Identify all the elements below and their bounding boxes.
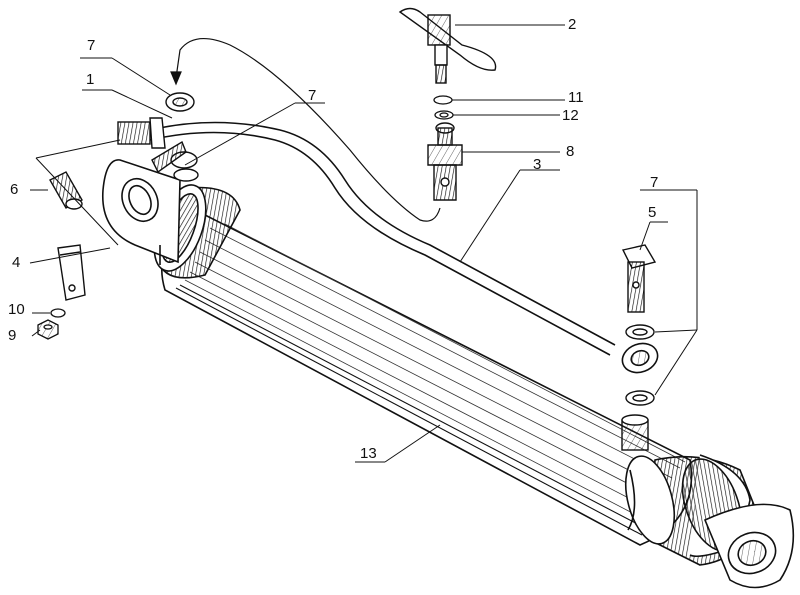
leader-lines <box>29 24 698 463</box>
washer-12 <box>434 110 454 120</box>
right-clevis-eye <box>703 503 795 589</box>
port-boss <box>621 414 649 451</box>
callout-4: 4 <box>12 254 21 271</box>
callout-11: 10 <box>8 301 25 318</box>
banjo-bolt <box>427 122 463 201</box>
callout-7-right: 7 <box>650 174 659 191</box>
callout-1: 1 <box>86 71 95 88</box>
callout-13: 13 <box>360 445 377 462</box>
clamp-plate <box>57 244 86 301</box>
washer-9 <box>433 95 453 105</box>
callout-3: 3 <box>533 156 542 173</box>
hydraulic-tube <box>149 121 659 374</box>
callout-8: 8 <box>566 143 575 160</box>
callout-10: 9 <box>8 327 17 344</box>
washer-11 <box>50 308 66 318</box>
washer-7-lower <box>625 390 655 406</box>
hollow-bolt <box>621 244 657 313</box>
washer-7-upper <box>625 324 655 340</box>
left-clevis-eye <box>102 159 181 265</box>
callout-12: 12 <box>562 107 579 124</box>
cylinder-body <box>161 214 693 546</box>
callout-6: 6 <box>10 181 19 198</box>
callout-7-top: 7 <box>87 37 96 54</box>
bleed-valve <box>398 7 497 84</box>
assembly-arrow <box>170 38 441 222</box>
nut-10 <box>37 319 59 340</box>
callout-9: 11 <box>568 89 584 106</box>
callout-2: 2 <box>568 16 577 33</box>
callout-5: 5 <box>648 204 657 221</box>
callout-7-middle: 7 <box>308 87 317 104</box>
left-tube-fitting <box>117 92 199 182</box>
